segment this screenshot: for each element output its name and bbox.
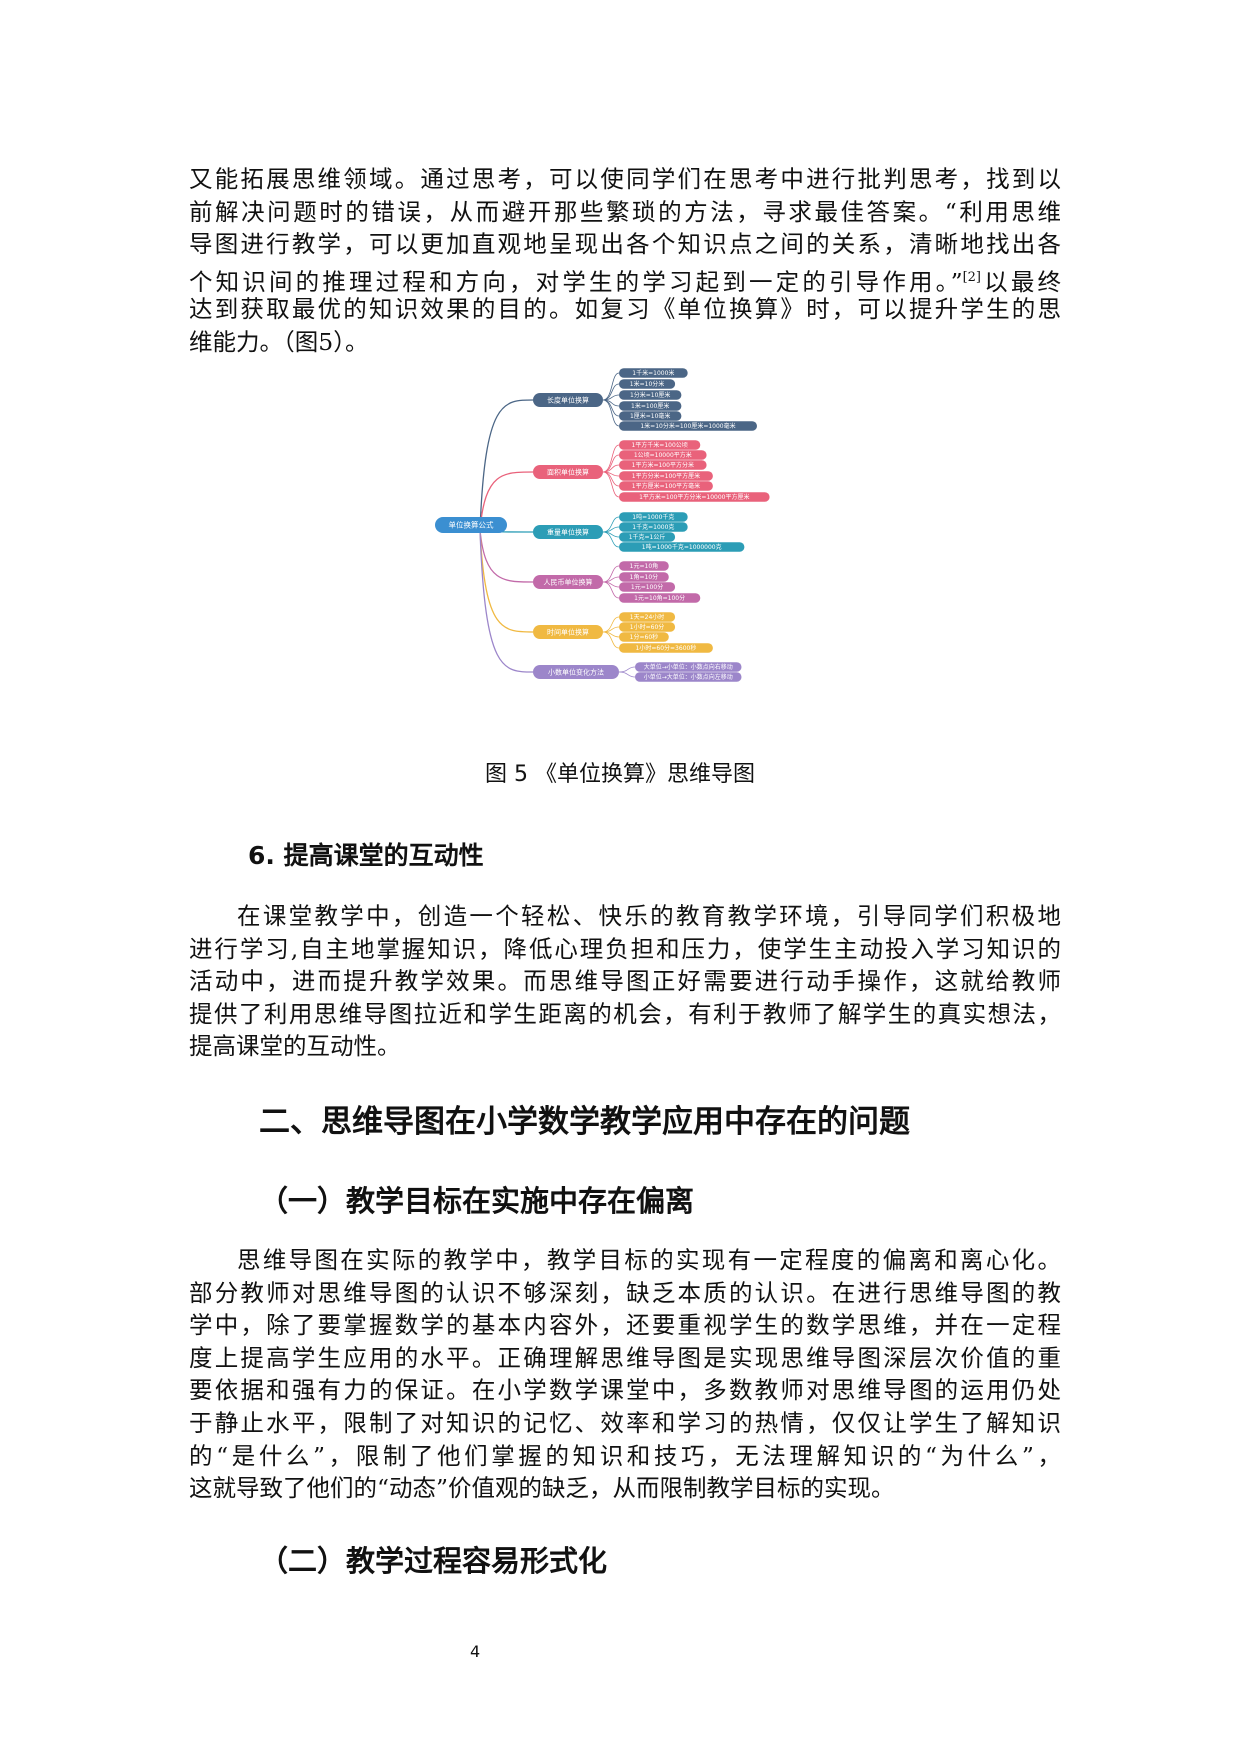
svg-text:重量单位换算: 重量单位换算 <box>547 527 589 536</box>
branch-node: 时间单位换算 <box>533 625 603 639</box>
svg-text:1元=10角=100分: 1元=10角=100分 <box>634 594 685 602</box>
leaf-node: 小单位→大单位：小数点向左移动 <box>635 672 742 682</box>
branch-node: 长度单位换算 <box>533 393 603 407</box>
svg-text:1平方分米=100平方厘米: 1平方分米=100平方厘米 <box>632 472 700 480</box>
svg-text:1元=10角: 1元=10角 <box>630 562 658 570</box>
text: 以最终 <box>981 267 1061 296</box>
leaf-node: 1吨=1000千克=1000000克 <box>619 542 745 552</box>
svg-text:1千克=1000克: 1千克=1000克 <box>632 523 674 531</box>
branch-node: 人民币单位换算 <box>533 575 603 589</box>
page-number: 4 <box>470 1642 481 1661</box>
svg-text:1千克=1公斤: 1千克=1公斤 <box>629 533 666 541</box>
svg-text:单位换算公式: 单位换算公式 <box>449 520 494 530</box>
svg-text:1吨=1000千克: 1吨=1000千克 <box>632 513 674 521</box>
svg-text:1米=10分米: 1米=10分米 <box>630 380 664 388</box>
svg-text:人民币单位换算: 人民币单位换算 <box>544 577 593 586</box>
text-line: 于静止水平，限制了对知识的记忆、效率和学习的热情，仅仅让学生了解知识 <box>189 1409 1061 1437</box>
leaf-node: 1小时=60分 <box>619 622 676 632</box>
svg-text:面积单位换算: 面积单位换算 <box>547 467 589 476</box>
leaf-node: 1角=10分 <box>619 572 669 582</box>
svg-text:1平方米=100平方分米: 1平方米=100平方分米 <box>632 461 694 469</box>
leaf-node: 1元=100分 <box>619 582 676 592</box>
leaf-node: 1吨=1000千克 <box>619 512 688 522</box>
svg-text:1天=24小时: 1天=24小时 <box>630 613 664 621</box>
text-line: 进行学习,自主地掌握知识，降低心理负担和压力，使学生主动投入学习知识的 <box>189 934 1061 963</box>
text-line: 学中，除了要掌握数学的基本内容外，还要重视学生的数学思维，并在一定程 <box>189 1311 1061 1340</box>
leaf-node: 大单位→小单位：小数点向右移动 <box>635 662 742 672</box>
subsection-heading-2: （二）教学过程容易形式化 <box>259 1544 608 1578</box>
svg-text:1元=100分: 1元=100分 <box>631 583 663 591</box>
text-line: 提高课堂的互动性。 <box>189 1032 401 1061</box>
leaf-node: 1小时=60分=3600秒 <box>619 643 713 653</box>
svg-text:大单位→小单位：小数点向右移动: 大单位→小单位：小数点向右移动 <box>644 663 733 671</box>
text-line: 前解决问题时的错误，从而避开那些繁琐的方法，寻求最佳答案。“利用思维 <box>189 197 1061 226</box>
subsection-heading-1: （一）教学目标在实施中存在偏离 <box>259 1184 695 1218</box>
svg-text:1分米=10厘米: 1分米=10厘米 <box>630 391 670 399</box>
text-line: 达到获取最优的知识效果的目的。如复习《单位换算》时，可以提升学生的思 <box>189 295 1061 324</box>
branch-node: 面积单位换算 <box>533 465 603 479</box>
text-line: 部分教师对思维导图的认识不够深刻，缺乏本质的认识。在进行思维导图的教 <box>189 1278 1061 1307</box>
svg-text:1厘米=10毫米: 1厘米=10毫米 <box>630 412 670 420</box>
leaf-node: 1米=10分米 <box>619 379 676 389</box>
leaf-node: 1千米=1000米 <box>619 368 688 378</box>
text-line: 导图进行教学，可以更加直观地呈现出各个知识点之间的关系，清晰地找出各 <box>189 230 1061 259</box>
text-line: 提供了利用思维导图拉近和学生距离的机会，有利于教师了解学生的真实想法， <box>189 999 1061 1028</box>
section-heading-2: 二、思维导图在小学数学教学应用中存在的问题 <box>259 1104 910 1140</box>
text-line: 维能力。（图5）。 <box>189 328 369 356</box>
leaf-node: 1千克=1公斤 <box>619 532 676 542</box>
leaf-node: 1厘米=10毫米 <box>619 411 682 421</box>
text-line: 活动中，进而提升教学效果。而思维导图正好需要进行动手操作，这就给教师 <box>189 967 1061 996</box>
leaf-node: 1分米=10厘米 <box>619 390 682 400</box>
svg-text:1吨=1000千克=1000000克: 1吨=1000千克=1000000克 <box>642 543 722 551</box>
text-line: 的“是什么”，限制了他们掌握的知识和技巧，无法理解知识的“为什么”， <box>189 1441 1061 1470</box>
figure-caption: 图 5 《单位换算》思维导图 <box>485 762 755 787</box>
svg-text:1平方米=100平方分米=10000平方厘米: 1平方米=100平方分米=10000平方厘米 <box>639 493 749 501</box>
text-line: 要依据和强有力的保证。在小学数学课堂中，多数教师对思维导图的运用仍处 <box>189 1376 1061 1405</box>
text-line: 个知识间的推理过程和方向，对学生的学习起到一定的引导作用。”[2]以最终 <box>189 261 1061 299</box>
leaf-node: 1平方千米=100公顷 <box>619 440 701 450</box>
leaf-node: 1公顷=10000平方米 <box>619 450 707 460</box>
svg-text:长度单位换算: 长度单位换算 <box>547 395 589 404</box>
leaf-node: 1千克=1000克 <box>619 522 688 532</box>
leaf-node: 1平方米=100平方分米=10000平方厘米 <box>619 492 770 502</box>
svg-text:1小时=60分=3600秒: 1小时=60分=3600秒 <box>636 644 697 652</box>
branch-node: 重量单位换算 <box>533 525 603 539</box>
leaf-node: 1分=60秒 <box>619 632 669 642</box>
svg-text:1平方厘米=100平方毫米: 1平方厘米=100平方毫米 <box>632 482 700 490</box>
text: 个知识间的推理过程和方向，对学生的学习起到一定的引导作用。” <box>189 267 963 296</box>
mind-map-figure: 长度单位换算 1千米=1000米 1米=10分米 1分米=10厘米 1米=100厘米 1厘… <box>435 368 770 682</box>
svg-text:1千米=1000米: 1千米=1000米 <box>632 369 674 377</box>
branch-node: 小数单位变化方法 <box>533 665 619 679</box>
svg-text:1平方千米=100公顷: 1平方千米=100公顷 <box>631 441 687 449</box>
svg-text:1角=10分: 1角=10分 <box>630 573 658 581</box>
citation-link[interactable]: [2] <box>962 269 981 285</box>
leaf-node: 1元=10角 <box>619 561 669 571</box>
leaf-node: 1平方米=100平方分米 <box>619 460 707 470</box>
svg-text:1公顷=10000平方米: 1公顷=10000平方米 <box>634 451 692 459</box>
leaf-node: 1天=24小时 <box>619 612 676 622</box>
leaf-node: 1米=100厘米 <box>619 401 682 411</box>
leaf-node: 1平方厘米=100平方毫米 <box>619 481 713 491</box>
svg-text:小单位→大单位：小数点向左移动: 小单位→大单位：小数点向左移动 <box>644 673 733 681</box>
root-node: 单位换算公式 <box>435 517 507 533</box>
svg-text:1米=10分米=100厘米=1000毫米: 1米=10分米=100厘米=1000毫米 <box>640 422 735 430</box>
text-line: 又能拓展思维领域。通过思考，可以使同学们在思考中进行批判思考，找到以 <box>189 165 1061 193</box>
svg-text:1米=100厘米: 1米=100厘米 <box>631 402 669 410</box>
svg-text:时间单位换算: 时间单位换算 <box>547 627 589 636</box>
svg-text:1分=60秒: 1分=60秒 <box>630 633 658 641</box>
text-line: 度上提高学生应用的水平。正确理解思维导图是实现思维导图深层次价值的重 <box>189 1343 1061 1372</box>
leaf-node: 1元=10角=100分 <box>619 593 701 603</box>
text-line: 思维导图在实际的教学中，教学目标的实现有一定程度的偏离和离心化。 <box>237 1246 1061 1274</box>
heading-6: 6. 提高课堂的互动性 <box>248 841 484 870</box>
text-line: 这就导致了他们的“动态”价值观的缺乏，从而限制教学目标的实现。 <box>189 1474 895 1503</box>
svg-text:小数单位变化方法: 小数单位变化方法 <box>548 667 604 676</box>
svg-text:1小时=60分: 1小时=60分 <box>630 623 664 631</box>
leaf-node: 1平方分米=100平方厘米 <box>619 471 713 481</box>
text-line: 在课堂教学中，创造一个轻松、快乐的教育教学环境，引导同学们积极地 <box>237 902 1061 930</box>
leaf-node: 1米=10分米=100厘米=1000毫米 <box>619 421 757 431</box>
